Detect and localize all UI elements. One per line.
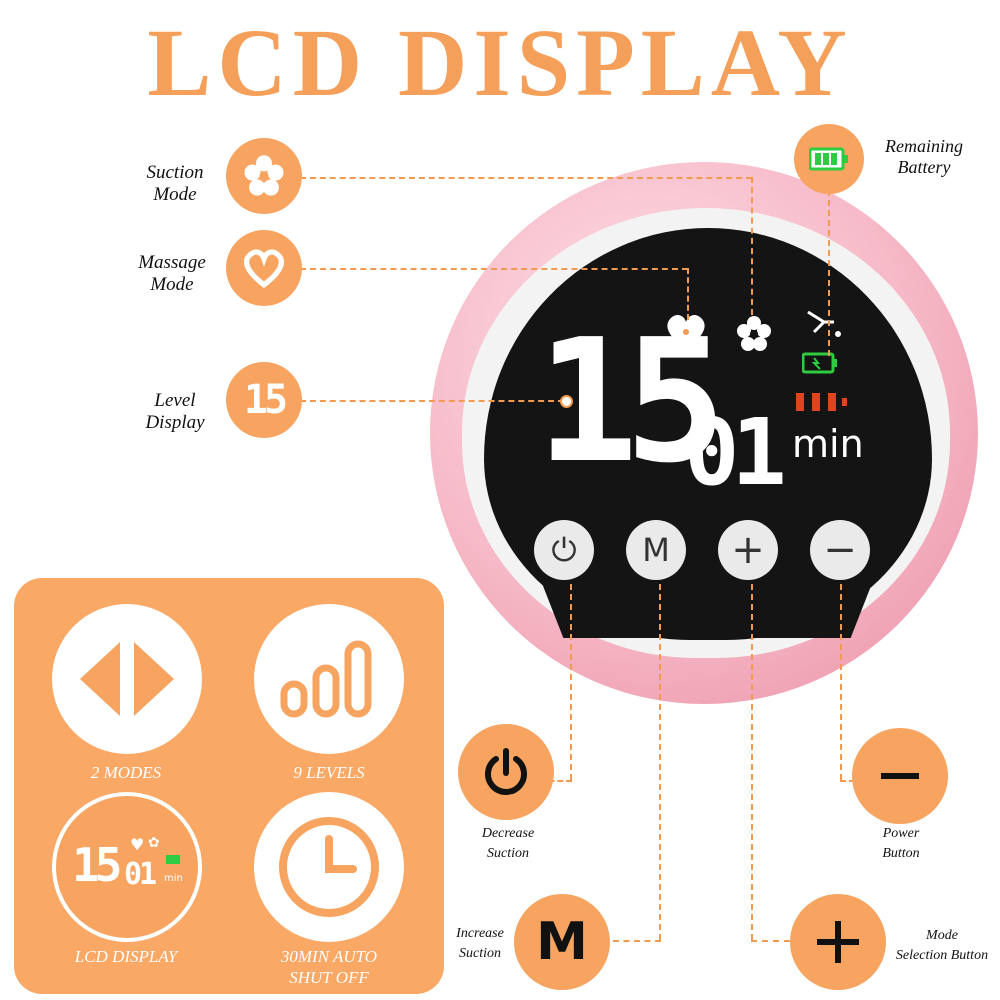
mini-lcd-flower-icon: ✿ bbox=[148, 835, 160, 851]
remaining-battery-label: Remaining Battery bbox=[885, 136, 963, 177]
mini-lcd-battery-icon bbox=[166, 855, 180, 864]
feature-9-levels-label: 9 LEVELS bbox=[293, 763, 365, 782]
minus-button-glyph: − bbox=[823, 527, 857, 573]
power-button-glyph: ⏻ bbox=[551, 530, 577, 569]
leader-suction-down bbox=[751, 177, 753, 315]
suction-mode-label: Suction Mode bbox=[146, 162, 204, 205]
leader-massage bbox=[300, 268, 688, 270]
feature-9-levels bbox=[254, 604, 404, 754]
leader-power-btn-h bbox=[540, 780, 572, 782]
page-title: LCD DISPLAY bbox=[147, 9, 853, 116]
leader-plus-btn-h bbox=[751, 940, 801, 942]
timer-digits: 01 bbox=[684, 399, 787, 506]
power-button-label: Power Button bbox=[882, 826, 920, 861]
feature-auto-shutoff-label: 30MIN AUTO SHUT OFF bbox=[280, 947, 378, 987]
feature-lcd-display: 15 01 ♥ ✿ min bbox=[52, 792, 202, 942]
bars-level-icon bbox=[280, 640, 372, 718]
power-callout bbox=[458, 724, 554, 820]
feature-2-modes bbox=[52, 604, 202, 754]
feature-2-modes-label: 2 MODES bbox=[90, 763, 162, 782]
level-display-callout: 15 bbox=[226, 362, 302, 438]
power-icon bbox=[485, 748, 527, 795]
mini-lcd-icon: 15 01 ♥ ✿ min bbox=[72, 835, 183, 897]
battery-callout bbox=[794, 124, 864, 194]
increase-suction-label: Increase Suction bbox=[456, 926, 504, 961]
mode-selection-label: Mode Selection Button bbox=[895, 928, 989, 963]
mini-lcd-level: 15 bbox=[72, 838, 122, 892]
mode-button-glyph: M bbox=[642, 531, 670, 569]
minus-callout bbox=[852, 728, 948, 824]
leader-massage-down bbox=[687, 268, 689, 320]
mode-button[interactable]: M bbox=[626, 520, 686, 580]
massage-mode-label: Massage Mode bbox=[138, 252, 206, 295]
mini-lcd-timer: 01 bbox=[124, 857, 157, 892]
leader-mode-btn-h bbox=[592, 940, 661, 942]
leader-mode-btn bbox=[659, 584, 661, 940]
heart-icon bbox=[667, 315, 705, 350]
mini-lcd-heart-icon: ♥ bbox=[130, 835, 145, 854]
mode-callout: M bbox=[514, 894, 610, 990]
decrease-suction-label: Decrease Suction bbox=[481, 826, 535, 861]
leader-level-dot bbox=[560, 395, 573, 408]
leader-power-btn bbox=[570, 584, 572, 780]
leader-level bbox=[300, 400, 564, 402]
feature-auto-shutoff bbox=[254, 792, 404, 942]
level-display-callout-digits: 15 bbox=[243, 377, 288, 423]
power-button[interactable]: ⏻ bbox=[534, 520, 594, 580]
battery-icon bbox=[809, 147, 848, 171]
level-bars-icon bbox=[796, 393, 847, 411]
feature-lcd-display-label: LCD DISPLAY bbox=[74, 947, 178, 966]
leader-battery bbox=[828, 190, 830, 356]
double-arrow-icon bbox=[80, 642, 174, 716]
lcd-screen-bottom bbox=[536, 568, 878, 638]
timer-unit: min bbox=[792, 422, 864, 466]
flower-icon bbox=[244, 155, 284, 196]
massage-mode-callout bbox=[226, 230, 302, 306]
spray-icon bbox=[807, 310, 841, 337]
mini-lcd-unit: min bbox=[164, 873, 183, 884]
leader-plus-btn bbox=[751, 584, 753, 940]
heart-icon bbox=[244, 249, 284, 288]
suction-mode-callout bbox=[226, 138, 302, 214]
leader-minus-btn bbox=[840, 584, 842, 780]
clock-icon bbox=[279, 817, 379, 917]
minus-button[interactable]: − bbox=[810, 520, 870, 580]
level-display-label: Level Display bbox=[145, 390, 205, 433]
plus-callout bbox=[790, 894, 886, 990]
plus-button-glyph: + bbox=[731, 527, 765, 573]
battery-icon bbox=[802, 352, 837, 374]
flower-icon bbox=[737, 316, 771, 351]
plus-button[interactable]: + bbox=[718, 520, 778, 580]
plus-icon bbox=[817, 921, 859, 963]
mode-callout-glyph: M bbox=[536, 912, 588, 972]
minus-icon bbox=[881, 773, 919, 779]
leader-suction bbox=[300, 177, 752, 179]
